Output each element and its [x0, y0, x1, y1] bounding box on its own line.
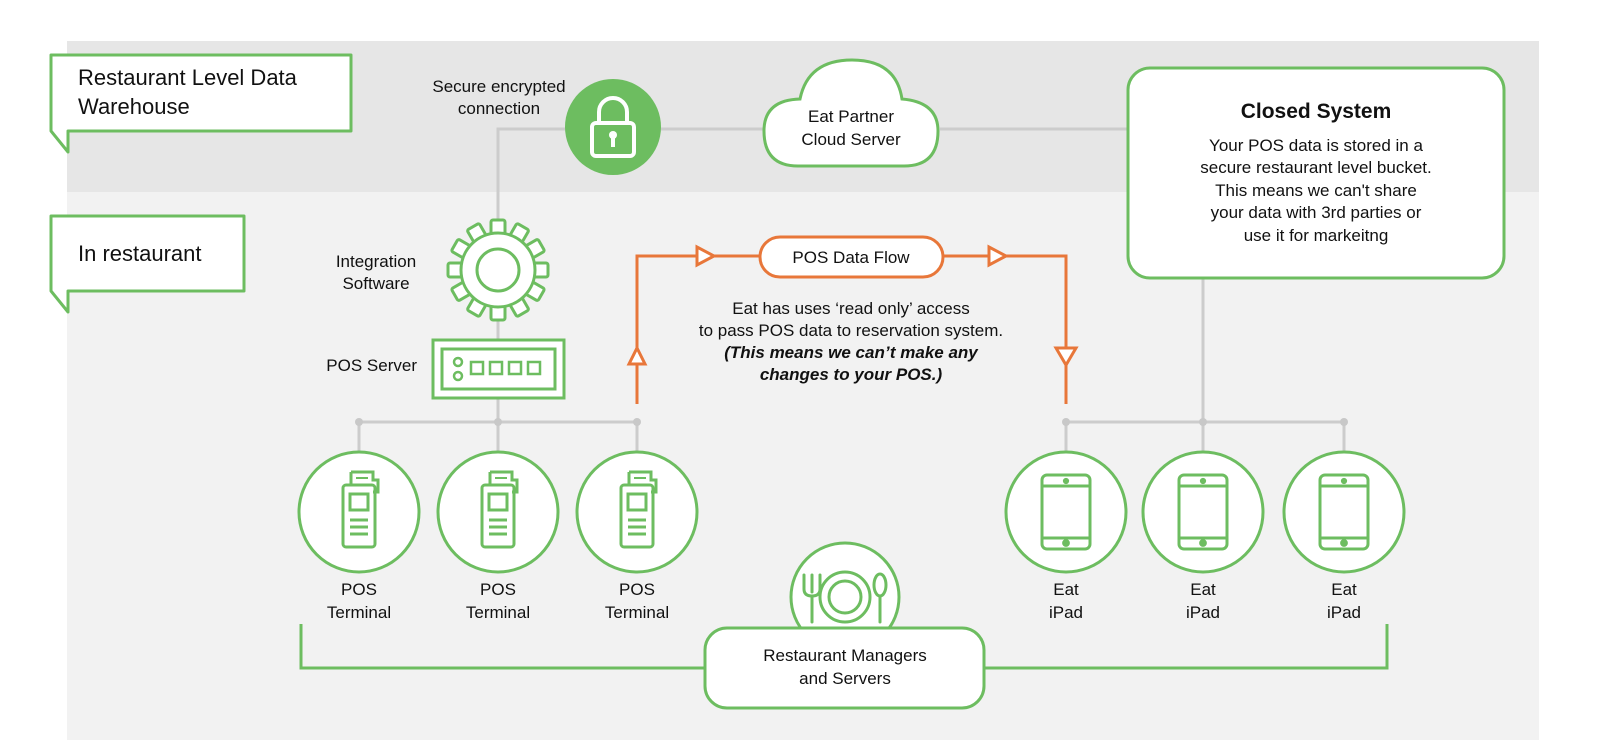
closed-system-line-1: Your POS data is stored in a	[1209, 136, 1423, 155]
warehouse-label-box: Restaurant Level Data Warehouse	[49, 53, 353, 154]
staff-label-line-2: and Servers	[799, 669, 891, 688]
cloud-icon	[762, 58, 940, 168]
eat-ipad-label-1a: Eat	[1053, 580, 1079, 599]
arrow-right-2	[987, 244, 1010, 268]
eat-ipad-1: Eat iPad	[1004, 450, 1128, 622]
arrow-up	[626, 344, 648, 366]
eat-ipad-label-1b: iPad	[1049, 603, 1083, 622]
pos-server-label: POS Server	[326, 356, 417, 375]
warehouse-label-line-1: Restaurant Level Data	[78, 65, 298, 90]
tablet-icon	[1318, 473, 1370, 551]
cloud-label-line-1: Eat Partner	[808, 107, 894, 126]
pos-terminal-label-2a: POS	[480, 580, 516, 599]
closed-system-line-4: your data with 3rd parties or	[1211, 203, 1422, 222]
pos-data-flow	[626, 235, 1079, 404]
staff-pill: Restaurant Managers and Servers	[703, 626, 986, 710]
eat-ipad-2: Eat iPad	[1141, 450, 1265, 622]
pos-terminal-icon	[619, 470, 658, 549]
tablet-icon	[1040, 473, 1092, 551]
pos-data-flow-pill	[758, 235, 945, 279]
eat-ipad-label-3b: iPad	[1327, 603, 1361, 622]
pos-terminal-label-1a: POS	[341, 580, 377, 599]
closed-system-line-2: secure restaurant level bucket.	[1200, 158, 1432, 177]
eat-ipad-label-2b: iPad	[1186, 603, 1220, 622]
secure-label-line-1: Secure encrypted	[432, 77, 565, 96]
pos-terminal-label-1b: Terminal	[327, 603, 391, 622]
secure-label-line-2: connection	[458, 99, 540, 118]
eat-ipad-label-2a: Eat	[1190, 580, 1216, 599]
eat-ipads: Eat iPad Eat iPad Eat	[1004, 450, 1406, 622]
lock-icon	[565, 79, 661, 175]
flow-note-line-2: to pass POS data to reservation system.	[699, 321, 1003, 340]
pos-terminals: POS Terminal POS Terminal	[297, 450, 699, 622]
pos-terminal-3: POS Terminal	[575, 450, 699, 622]
closed-system-box: Closed System Your POS data is stored in…	[1126, 66, 1506, 280]
restaurant-label: In restaurant	[78, 241, 202, 266]
plate-cutlery-icon	[789, 541, 901, 653]
warehouse-label-line-2: Warehouse	[78, 94, 190, 119]
closed-system-title: Closed System	[1241, 100, 1392, 123]
pos-terminal-label-3b: Terminal	[605, 603, 669, 622]
eat-ipad-label-3a: Eat	[1331, 580, 1357, 599]
pos-terminal-label-2b: Terminal	[466, 603, 530, 622]
integration-label-line-1: Integration	[336, 252, 416, 271]
pos-terminal-2: POS Terminal	[436, 450, 560, 622]
pos-terminal-icon	[341, 470, 380, 549]
closed-system-line-5: use it for markeitng	[1244, 226, 1389, 245]
integration-label-line-2: Software	[342, 274, 409, 293]
pos-terminal-1: POS Terminal	[297, 450, 421, 622]
tablet-icon	[1177, 473, 1229, 551]
gear-icon	[446, 218, 550, 322]
eat-ipad-3: Eat iPad	[1282, 450, 1406, 622]
junction-dots	[355, 418, 1348, 426]
arrow-right-1	[695, 244, 718, 268]
pos-terminal-icon	[480, 470, 519, 549]
cloud-label-line-2: Cloud Server	[801, 130, 901, 149]
staff-label-line-1: Restaurant Managers	[763, 646, 926, 665]
flow-note-italic-2: changes to your POS.)	[760, 365, 943, 384]
staff-bracket	[299, 624, 1389, 670]
server-icon	[431, 338, 566, 400]
flow-note-line-1: Eat has uses ‘read only’ access	[732, 299, 970, 318]
pos-terminal-label-3a: POS	[619, 580, 655, 599]
restaurant-label-box: In restaurant	[49, 214, 246, 314]
pos-data-flow-label: POS Data Flow	[792, 248, 910, 267]
flow-note-italic-1: (This means we can’t make any	[724, 343, 979, 362]
closed-system-line-3: This means we can't share	[1215, 181, 1417, 200]
arrow-down	[1053, 346, 1079, 368]
